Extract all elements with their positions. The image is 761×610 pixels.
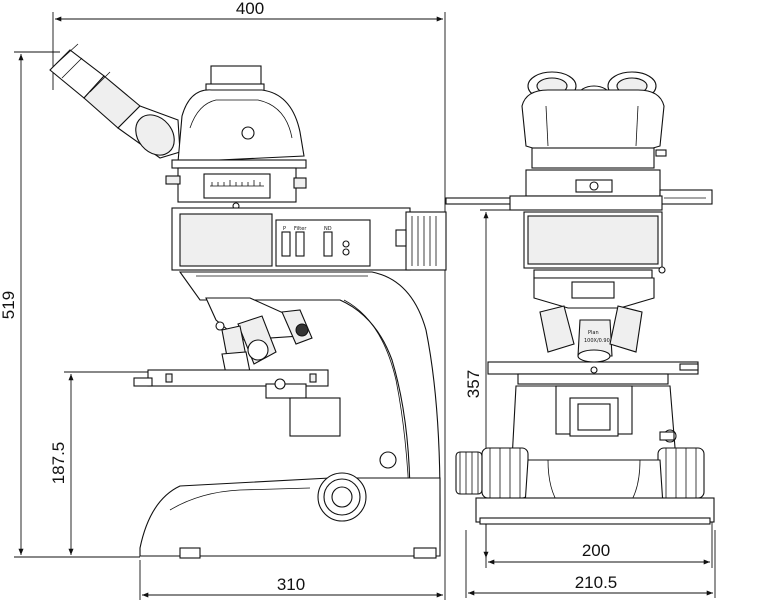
dim-label-357: 357 (464, 370, 483, 398)
front-analyzer (509, 169, 713, 211)
dim-label-200: 200 (582, 541, 610, 560)
panel-label-filter: Filter (294, 226, 307, 232)
front-illuminator (523, 211, 666, 279)
nosepiece (205, 297, 313, 375)
front-stage (487, 361, 699, 385)
illuminator-block (171, 207, 447, 282)
front-nosepiece (533, 277, 655, 363)
front-view: Plan 100X/0.90 (455, 71, 715, 525)
objective-label-magnification: 100X/0.90 (584, 338, 610, 344)
dim-label-210-5: 210.5 (575, 573, 618, 592)
analyzer-slider (165, 167, 307, 210)
eyepiece-tube (49, 43, 181, 159)
front-base (475, 459, 715, 525)
panel-label-p: P (283, 226, 286, 232)
trinocular-head (171, 65, 307, 169)
side-view: P Filter ND (49, 43, 447, 559)
dim-label-310: 310 (277, 575, 305, 594)
dim-label-519: 519 (0, 291, 18, 319)
base (139, 472, 441, 559)
eyepieces (521, 71, 667, 169)
stage (133, 369, 341, 437)
dim-label-187-5: 187.5 (49, 442, 68, 485)
panel-label-nd: ND (324, 226, 332, 232)
front-body (511, 385, 677, 461)
focus-knobs (455, 447, 705, 499)
dim-label-400: 400 (236, 0, 264, 18)
objective-label-plan: Plan (588, 330, 599, 336)
